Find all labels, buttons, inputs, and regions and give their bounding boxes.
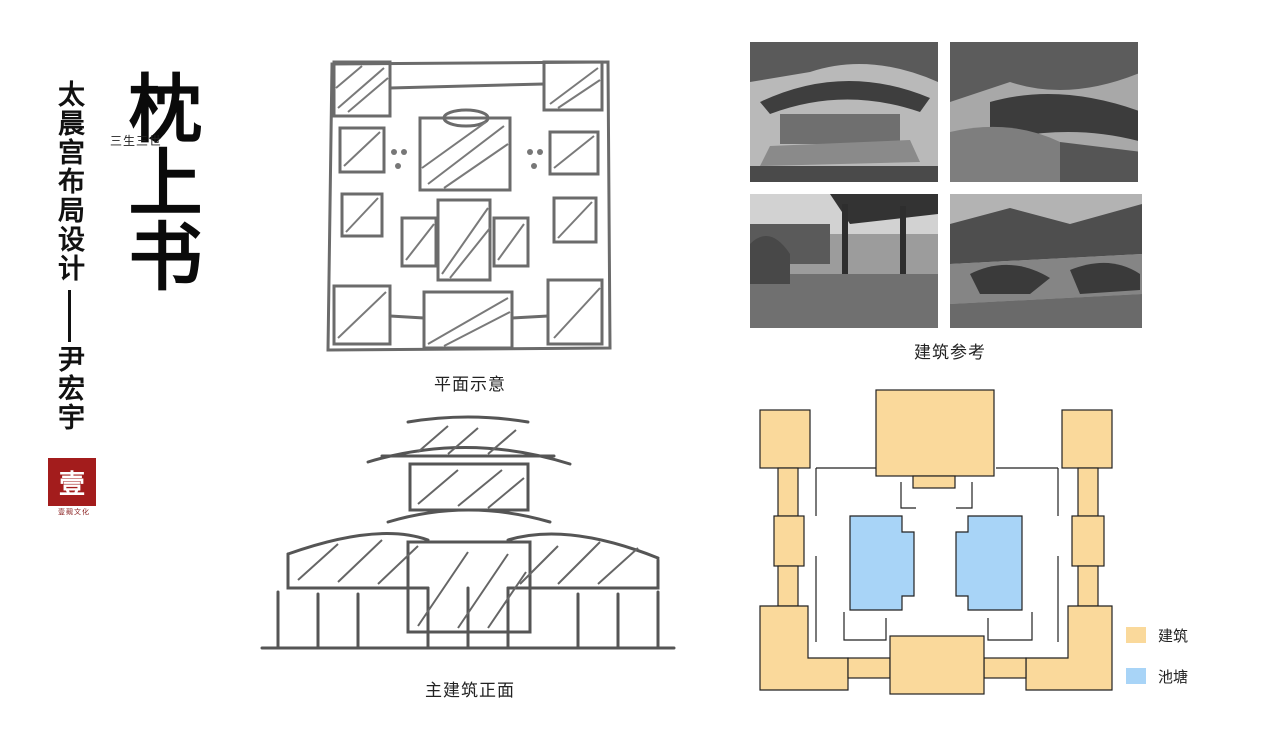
reference-photo-pavilion [750,42,938,182]
corridor-bottom-left [847,657,891,679]
building-mid-left [773,515,805,567]
corridor-right-upper [1077,467,1099,517]
reference-photo-corridor [750,194,938,328]
legend-swatch-building [1126,627,1146,643]
building-top-left [759,409,811,469]
building-bottom-left [759,605,849,691]
elevation-sketch [260,415,676,650]
reference-photo-bracket [950,42,1138,182]
building-mid-right [1071,515,1105,567]
seal-logo: 壹 [48,458,96,506]
building-top-center [875,389,995,477]
building-bottom-center [889,635,985,695]
building-bottom-right [1025,605,1113,691]
corridor-right-lower [1077,565,1099,607]
legend-swatch-pond [1126,668,1146,684]
sub-title: 三生三世 [110,134,163,148]
corridor-left-upper [777,467,799,517]
main-title: 枕上书 [116,70,202,292]
plan-diagram [759,389,1113,695]
vertical-title: 太晨宫布局设计 [53,80,84,283]
plan-sketch [326,60,612,352]
author-name: 尹宏宇 [53,345,84,432]
corridor-left-lower [777,565,799,607]
plan-sketch-caption: 平面示意 [434,375,506,395]
reference-caption: 建筑参考 [914,343,986,363]
corridor-bottom-right [983,657,1027,679]
title-dash-divider [68,290,71,342]
legend-label-pond: 池塘 [1158,668,1189,686]
elevation-sketch-caption: 主建筑正面 [425,681,515,701]
building-top-center-base [912,475,956,489]
legend-label-building: 建筑 [1158,627,1189,645]
seal-caption: 壹觋文化 [58,508,90,516]
building-top-right [1061,409,1113,469]
pond-left [849,515,915,611]
pond-right [955,515,1023,611]
reference-photo-courtyard [950,194,1142,328]
